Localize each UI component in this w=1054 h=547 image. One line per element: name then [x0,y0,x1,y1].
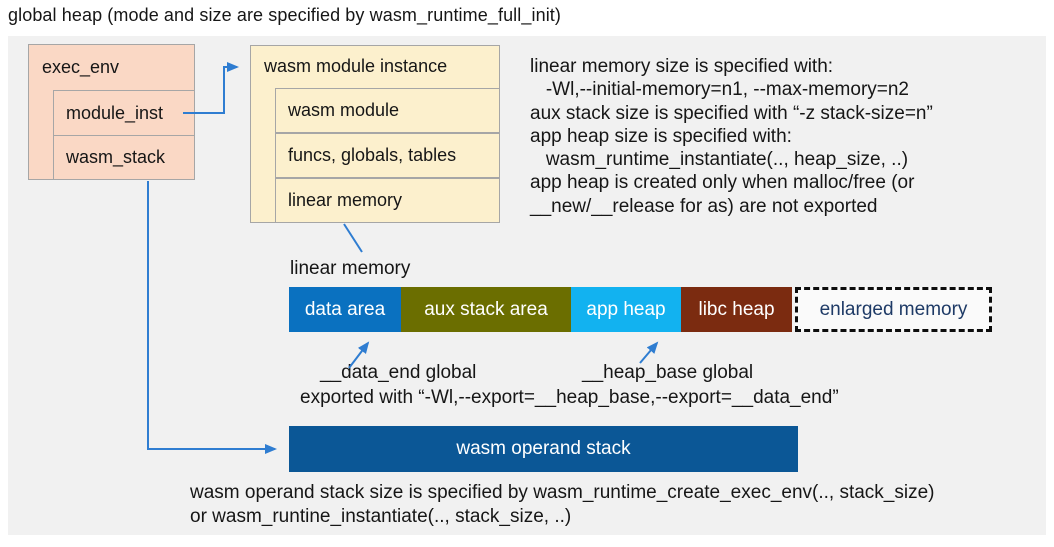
memory-segment-data-area: data area [289,287,401,332]
module-instance-title: wasm module instance [264,56,448,76]
note-line: __new/__release for as) are not exported [530,195,878,217]
memory-segment-app-heap: app heap [571,287,681,332]
memory-segment-aux-stack-area: aux stack area [401,287,571,332]
heap-base-global-label: __heap_base global [582,362,754,383]
module-instance-field-wasm-module: wasm module [275,88,500,133]
memory-segment-libc-heap: libc heap [681,287,792,332]
exec-env-title: exec_env [42,56,120,77]
memory-size-notes: linear memory size is specified with: -W… [530,55,1042,218]
exec-env-field-module-inst: module_inst [53,90,195,136]
wasm-operand-stack-bar: wasm operand stack [289,426,798,472]
note-line: wasm operand stack size is specified by … [190,482,935,503]
page-title: global heap (mode and size are specified… [8,5,561,25]
memory-segment-enlarged-memory: enlarged memory [795,287,992,332]
note-line: or wasm_runtine_instantiate(.., stack_si… [190,505,572,527]
export-flags-note: exported with “-Wl,--export=__heap_base,… [300,387,839,408]
note-line: app heap size is specified with: [530,125,792,147]
note-line: app heap is created only when malloc/fre… [530,172,915,194]
data-end-global-label: __data_end global [320,362,477,383]
module-instance-field-funcs-globals-tables: funcs, globals, tables [275,133,500,178]
note-line: linear memory size is specified with: [530,56,834,77]
note-line: wasm_runtime_instantiate(.., heap_size, … [530,149,909,171]
note-line: -Wl,--initial-memory=n1, --max-memory=n2 [530,79,909,101]
module-instance-field-linear-memory: linear memory [275,178,500,223]
note-line: aux stack size is specified with “-z sta… [530,102,933,124]
linear-memory-label: linear memory [290,258,411,279]
operand-stack-notes: wasm operand stack size is specified by … [190,481,935,528]
exec-env-field-wasm-stack: wasm_stack [53,135,195,180]
